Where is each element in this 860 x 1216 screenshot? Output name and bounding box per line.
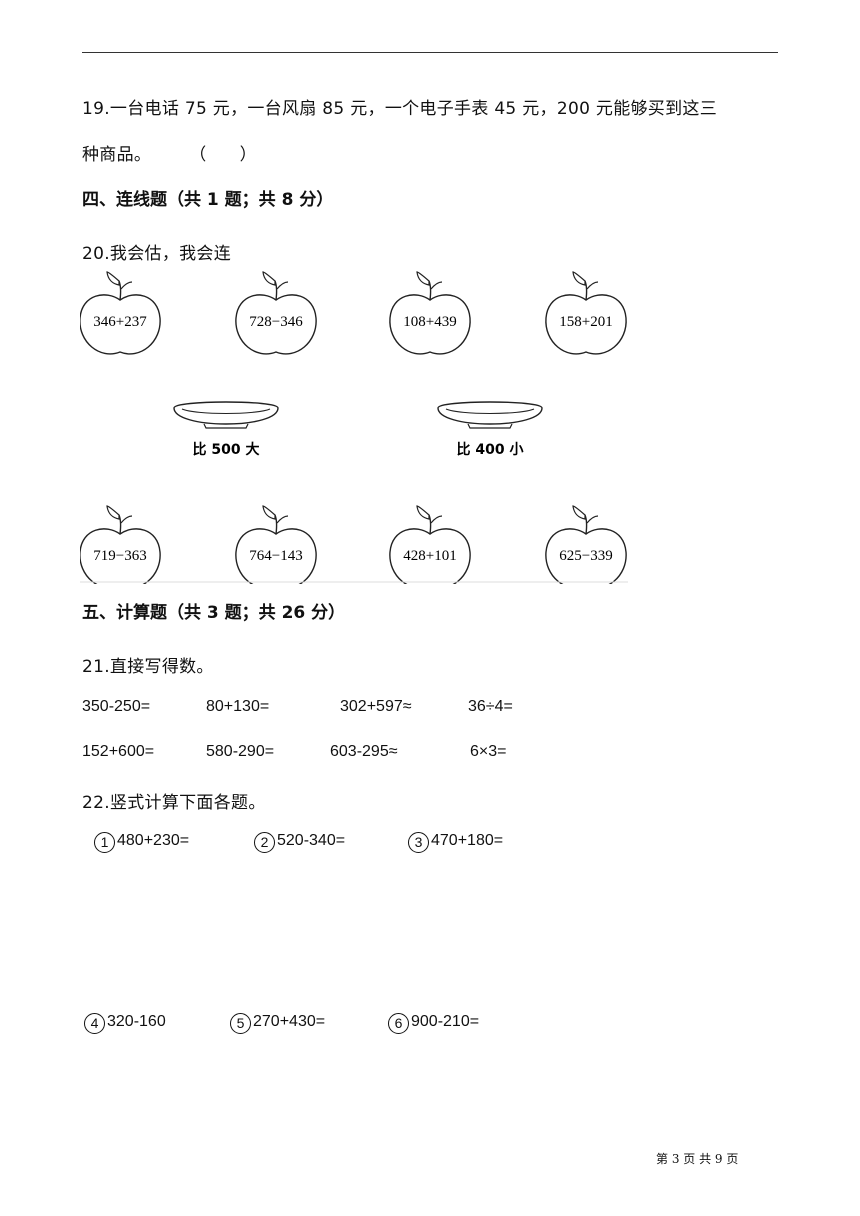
plate-2-label: 比 400 小: [457, 441, 524, 458]
apple-top-4-label: 158+201: [559, 314, 612, 330]
circled-number-4: 4: [84, 1013, 105, 1034]
q19-text: 种商品。: [82, 145, 152, 165]
plate-greater-500[interactable]: 比 500 大: [173, 401, 279, 458]
circled-number-6: 6: [388, 1013, 409, 1034]
q22-item-4-expr: 320-160: [107, 1013, 166, 1030]
section-4-heading: 四、连线题（共 1 题；共 8 分）: [82, 190, 334, 210]
circled-number-2: 2: [254, 832, 275, 853]
q22-item-2-expr: 520-340=: [277, 832, 346, 849]
apple-top-3-label: 108+439: [403, 314, 456, 330]
q21-r1-c2: 80+130=: [206, 698, 270, 715]
matching-figure: 346+237 728−346 108+439 158+201 比 500 大 …: [80, 271, 628, 584]
apple-bottom-2[interactable]: 764−143: [235, 505, 317, 584]
q19-line2: 种商品。 （ ）: [82, 140, 271, 165]
apple-top-2-label: 728−346: [249, 314, 303, 330]
plate-1-label: 比 500 大: [193, 441, 260, 458]
apple-top-3[interactable]: 108+439: [389, 271, 471, 355]
q21-r2-c1: 152+600=: [82, 743, 155, 760]
apple-bottom-1[interactable]: 719−363: [80, 505, 161, 584]
section-5-heading: 五、计算题（共 3 题；共 26 分）: [82, 603, 346, 623]
q21-r1-c3: 302+597≈: [340, 698, 412, 715]
q21-r1-c4: 36÷4=: [468, 698, 513, 715]
q21-title: 21.直接写得数。: [82, 657, 214, 677]
apple-top-1-label: 346+237: [93, 314, 147, 330]
q22-item-5-expr: 270+430=: [253, 1013, 326, 1030]
q21-r2-c2: 580-290=: [206, 743, 275, 760]
answer-parentheses: （ ）: [189, 145, 271, 165]
apple-top-1[interactable]: 346+237: [80, 271, 161, 355]
plate-less-400[interactable]: 比 400 小: [437, 401, 543, 458]
page-footer: 第 3 页 共 9 页: [656, 1152, 739, 1166]
q22-title: 22.竖式计算下面各题。: [82, 793, 266, 813]
q22-item-3-expr: 470+180=: [431, 832, 504, 849]
q21-r2-c4: 6×3=: [470, 743, 507, 760]
apple-bottom-1-label: 719−363: [93, 548, 146, 564]
apple-bottom-4[interactable]: 625−339: [545, 505, 627, 584]
q20-title: 20.我会估，我会连: [82, 244, 232, 264]
q22-item-6-expr: 900-210=: [411, 1013, 480, 1030]
apple-top-2[interactable]: 728−346: [235, 271, 317, 355]
q21-r2-c3: 603-295≈: [330, 743, 398, 760]
apple-bottom-4-label: 625−339: [559, 548, 612, 564]
apple-bottom-3[interactable]: 428+101: [389, 505, 471, 584]
apple-bottom-2-label: 764−143: [249, 548, 302, 564]
circled-number-3: 3: [408, 832, 429, 853]
header-rule: [82, 52, 778, 53]
q19-line1: 19.一台电话 75 元，一台风扇 85 元，一个电子手表 45 元，200 元…: [82, 99, 718, 119]
circled-number-1: 1: [94, 832, 115, 853]
apple-bottom-3-label: 428+101: [403, 548, 456, 564]
apple-top-4[interactable]: 158+201: [545, 271, 627, 355]
circled-number-5: 5: [230, 1013, 251, 1034]
q22-item-1-expr: 480+230=: [117, 832, 190, 849]
q21-r1-c1: 350-250=: [82, 698, 151, 715]
